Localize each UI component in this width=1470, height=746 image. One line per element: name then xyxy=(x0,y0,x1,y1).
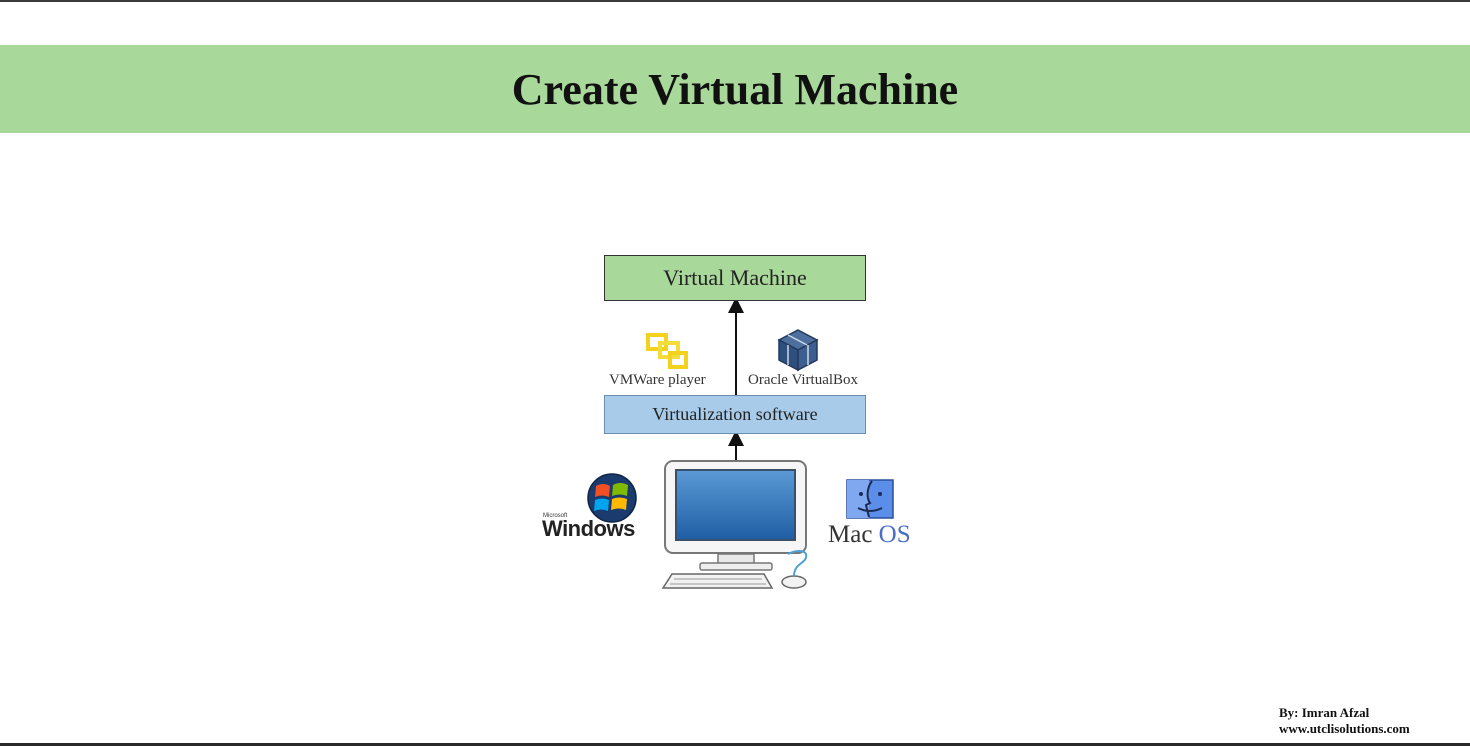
virtualization-software-box: Virtualization software xyxy=(604,395,866,434)
mac-finder-icon xyxy=(846,479,894,519)
microsoft-small-label: Microsoft xyxy=(543,513,568,519)
credit-author: By: Imran Afzal xyxy=(1279,705,1370,720)
vmware-label: VMWare player xyxy=(609,372,706,388)
vmware-icon xyxy=(646,333,688,369)
virtual-machine-box: Virtual Machine xyxy=(604,255,866,301)
computer-icon xyxy=(661,460,808,589)
virtualization-software-label: Virtualization software xyxy=(652,404,818,424)
mac-os-label-suffix: OS xyxy=(878,521,911,548)
credit-website: www.utclisolutions.com xyxy=(1279,721,1410,736)
slide-title: Create Virtual Machine xyxy=(511,64,959,114)
windows-logo-icon xyxy=(587,473,637,523)
mac-os-label: Mac OS xyxy=(828,521,911,549)
virtual-machine-label: Virtual Machine xyxy=(663,265,807,290)
windows-label: Windows xyxy=(542,516,635,541)
credit-block: By: Imran Afzal www.utclisolutions.com xyxy=(1279,705,1410,737)
bottom-border xyxy=(0,743,1470,746)
top-border xyxy=(0,0,1470,2)
virtualbox-icon xyxy=(777,329,819,372)
mac-os-label-prefix: Mac xyxy=(828,521,879,548)
title-bar: Create Virtual Machine xyxy=(0,45,1470,133)
virtualbox-label: Oracle VirtualBox xyxy=(748,372,859,388)
